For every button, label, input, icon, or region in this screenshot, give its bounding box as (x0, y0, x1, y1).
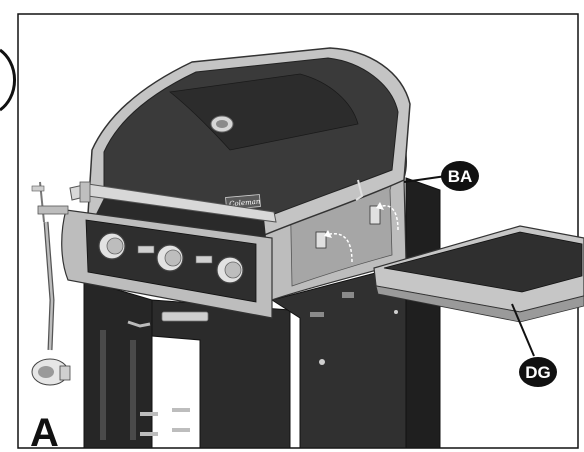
side-shelf-bracket (315, 179, 399, 263)
curved-arrow-icon (381, 204, 399, 231)
callout-dg: DG (511, 303, 557, 387)
propane-tank-regulator-icon (31, 181, 71, 386)
hook-bracket-icon (355, 179, 364, 201)
previous-step-circle (0, 48, 16, 112)
panel-frame (17, 13, 579, 449)
grill-lid: Coleman (87, 47, 411, 238)
control-knob-icon (98, 232, 126, 260)
callout-ba: BA (403, 161, 479, 191)
side-shelf (373, 225, 584, 323)
step-label: A (30, 411, 59, 452)
grill-cart (83, 177, 441, 449)
control-panel (61, 209, 273, 319)
brand-plate-label: Coleman (229, 197, 261, 208)
callout-dg-label: DG (525, 363, 551, 382)
callout-ba-label: BA (448, 167, 473, 186)
control-knob-icon (216, 256, 244, 284)
control-knob-icon (156, 244, 184, 272)
lid-handle (69, 181, 277, 223)
